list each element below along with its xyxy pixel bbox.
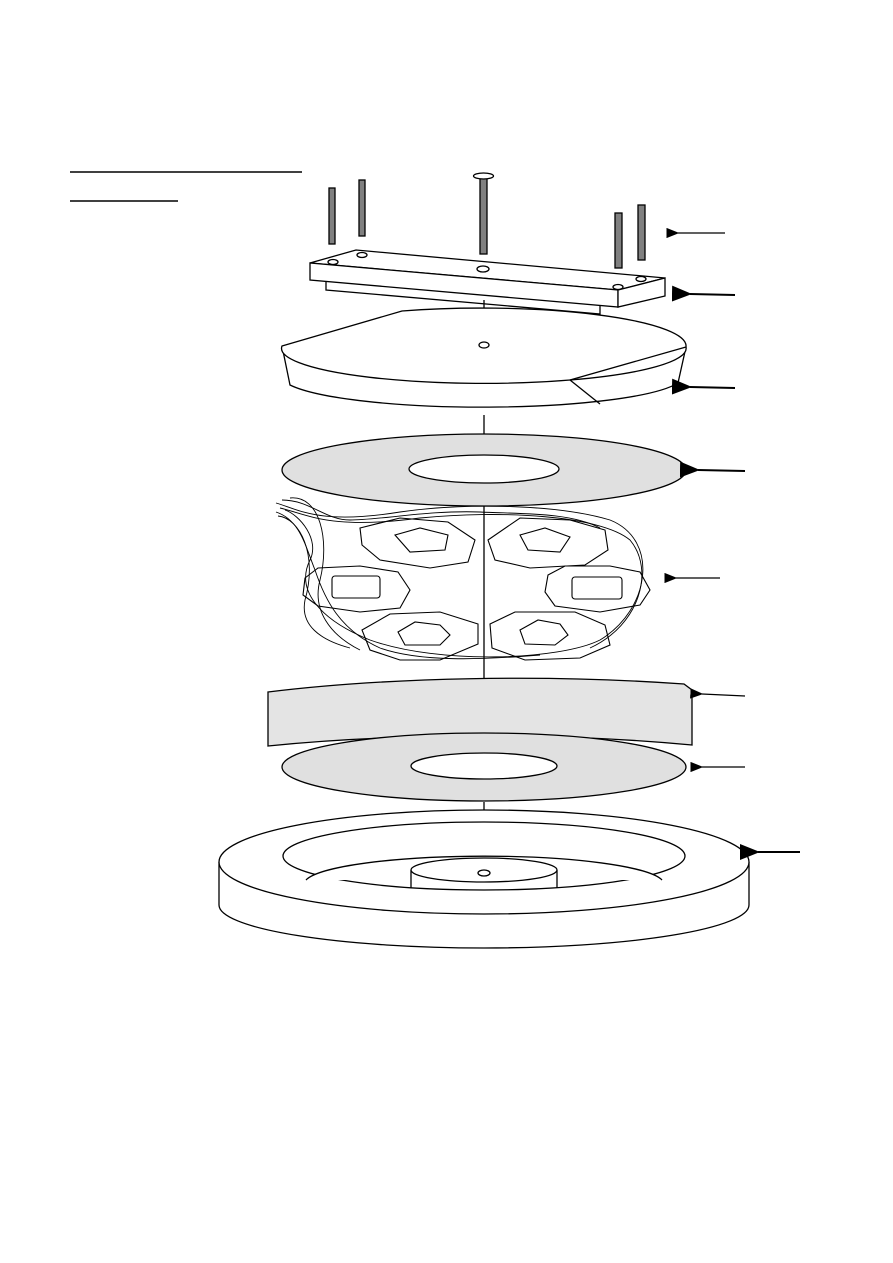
pin bbox=[358, 179, 366, 237]
top-disk bbox=[280, 307, 687, 408]
center-bolt bbox=[479, 177, 488, 255]
coil bbox=[361, 611, 479, 661]
base-housing bbox=[218, 809, 750, 949]
coil-assembly bbox=[275, 497, 651, 661]
pin bbox=[328, 187, 336, 245]
callout-arrow bbox=[671, 378, 736, 395]
coil-wires bbox=[275, 497, 644, 660]
coil bbox=[359, 517, 476, 569]
pin bbox=[637, 204, 646, 261]
clamp-bar bbox=[309, 249, 666, 315]
callout-arrow bbox=[690, 688, 746, 699]
callout-arrows bbox=[664, 227, 800, 860]
callout-arrow bbox=[679, 461, 746, 478]
coil bbox=[487, 517, 609, 569]
pins bbox=[328, 172, 646, 269]
lower-ring bbox=[281, 732, 687, 802]
callout-arrow bbox=[671, 285, 736, 302]
upper-ring bbox=[281, 433, 687, 507]
bolt-head bbox=[472, 172, 495, 180]
pin bbox=[614, 212, 623, 269]
coil bbox=[489, 611, 611, 661]
coil bbox=[544, 565, 651, 613]
coil bbox=[302, 565, 411, 613]
